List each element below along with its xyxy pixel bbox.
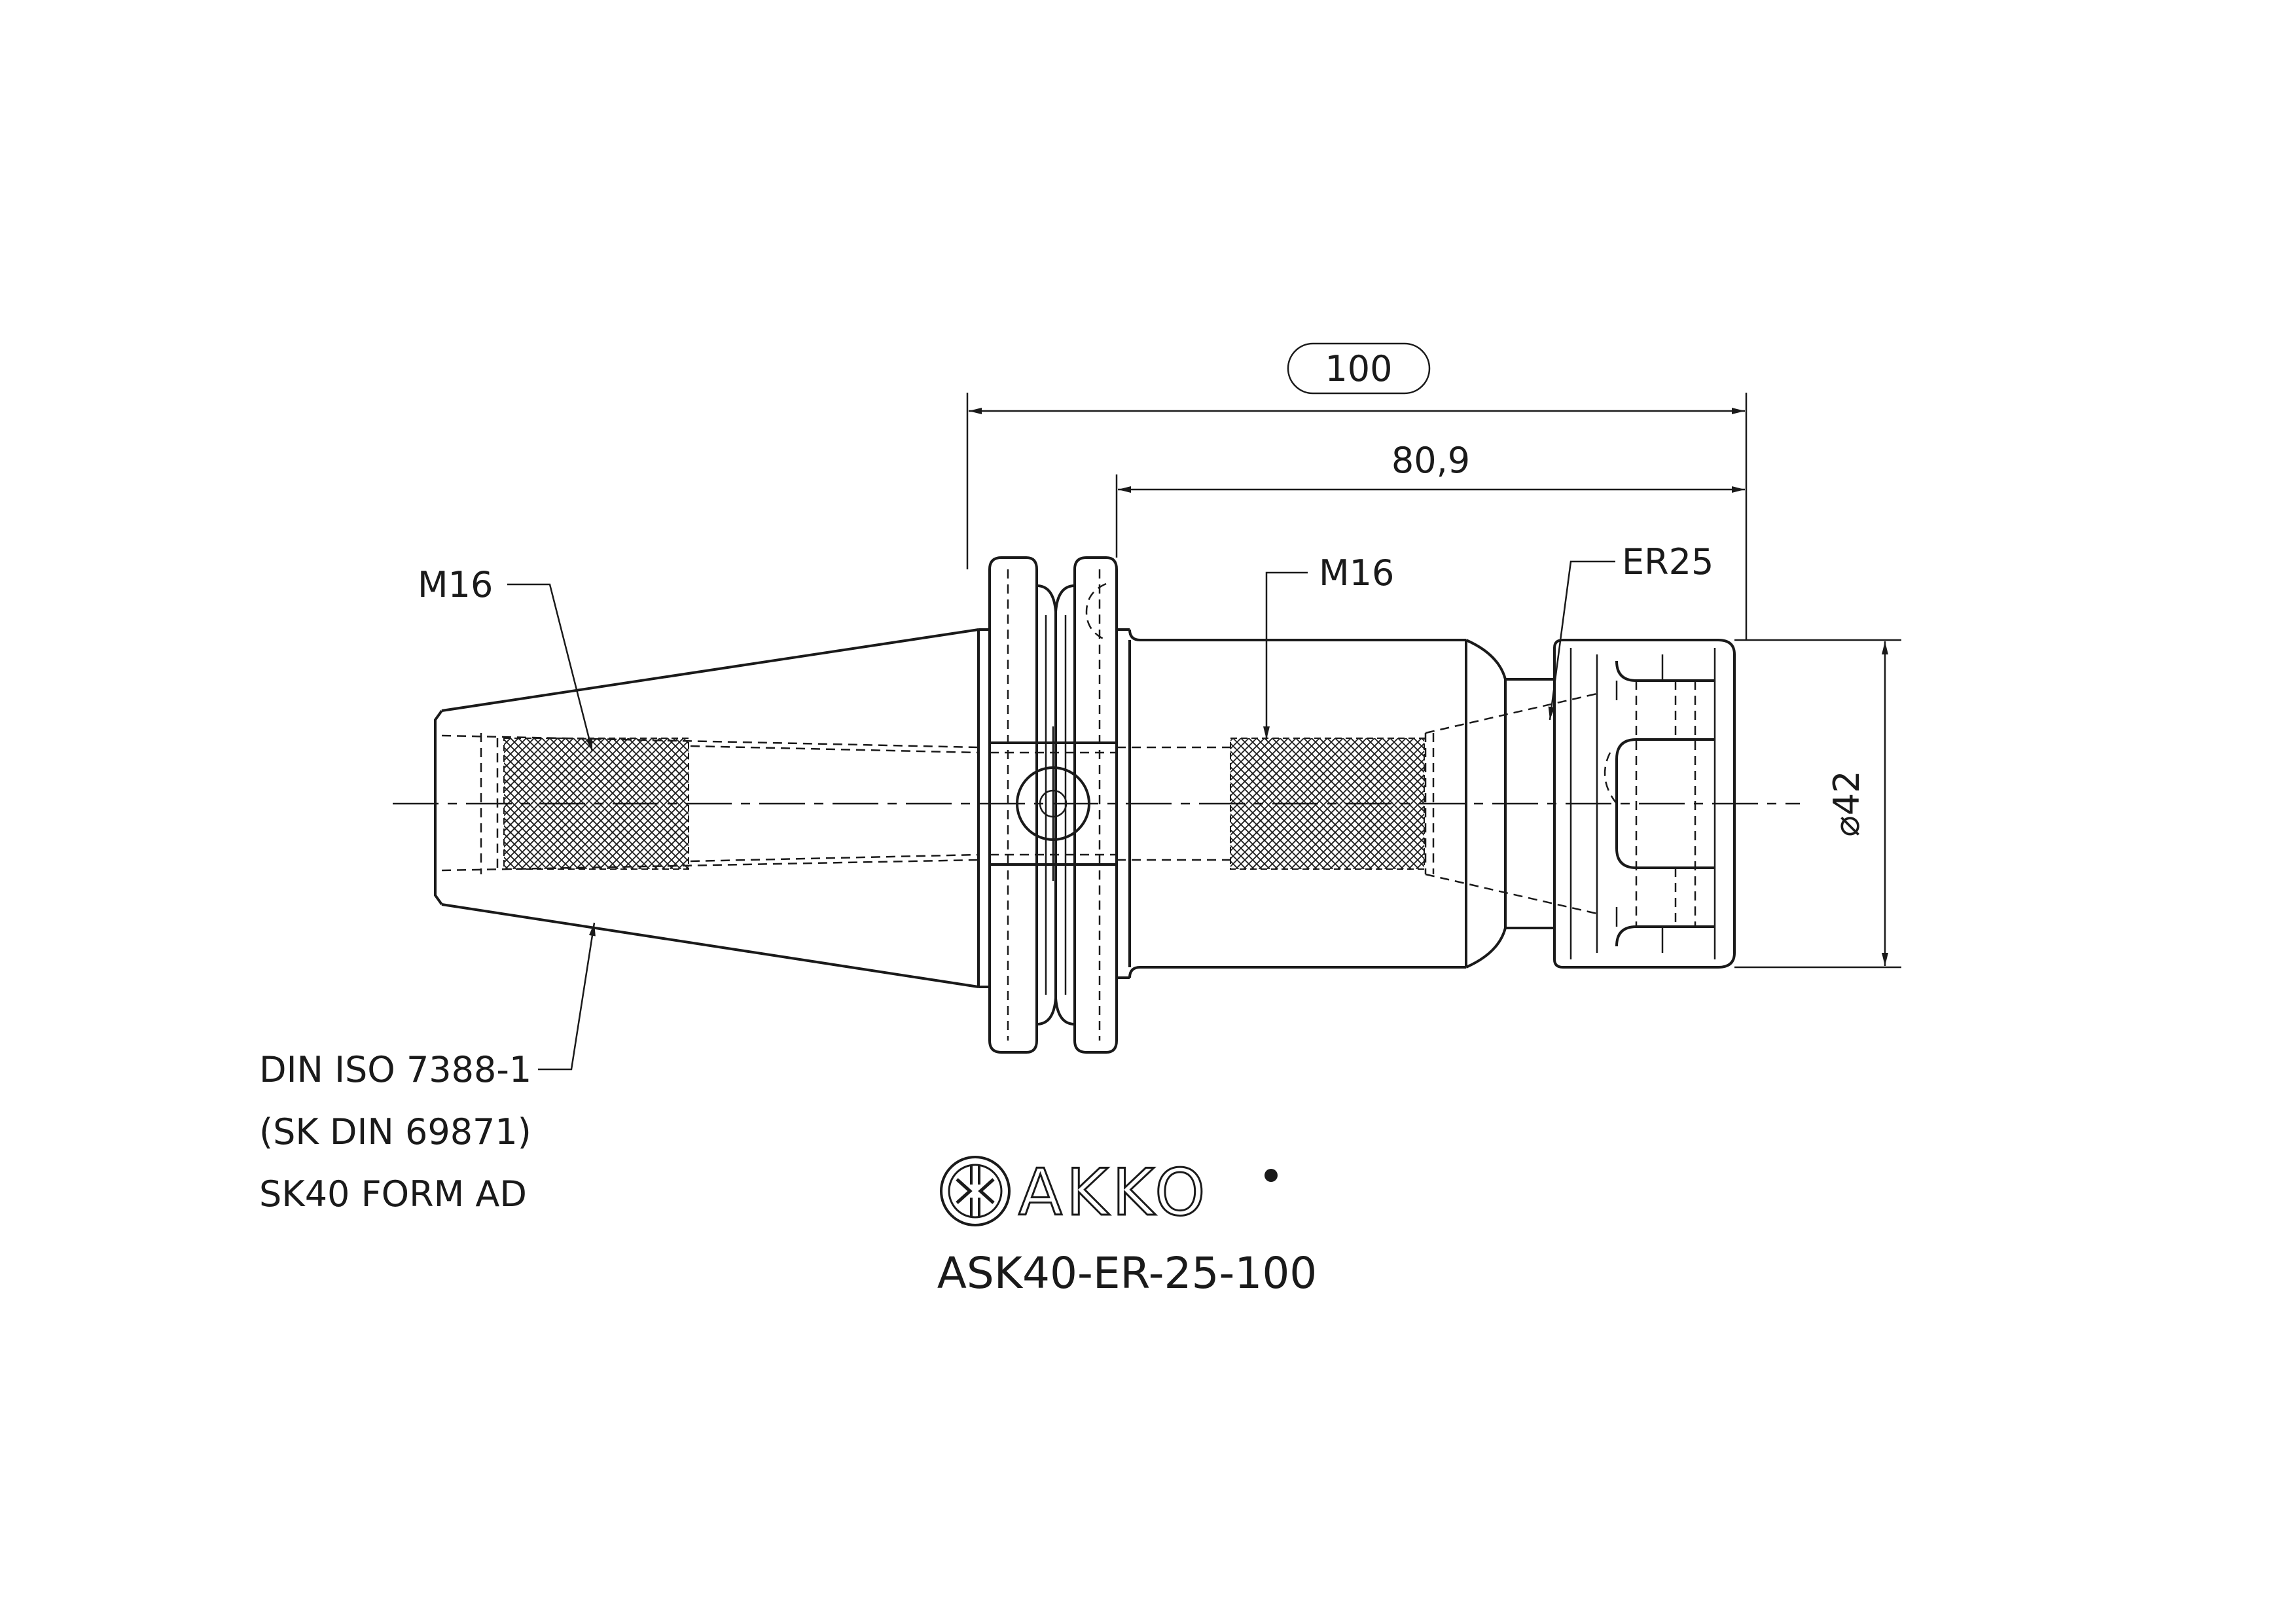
callout-thread-right-label: M16 xyxy=(1319,552,1394,594)
dimension-overall xyxy=(966,342,1748,640)
dimension-diameter xyxy=(1734,639,1901,969)
callout-standard xyxy=(538,922,596,1071)
standard-line-3: SK40 FORM AD xyxy=(259,1173,527,1215)
thread-left-region xyxy=(503,738,689,870)
collet-nut xyxy=(1553,639,1736,969)
dimension-overall-label: 100 xyxy=(1325,348,1392,389)
taper-shank xyxy=(434,628,990,988)
callout-thread-right xyxy=(1263,571,1308,740)
flange xyxy=(988,556,1118,1054)
part-number: ASK40-ER-25-100 xyxy=(937,1248,1318,1298)
dimension-diameter-label: ⌀42 xyxy=(1826,770,1867,836)
standard-line-1: DIN ISO 7388-1 xyxy=(259,1049,531,1090)
callout-thread-left xyxy=(507,583,594,752)
registered-mark xyxy=(1265,1169,1278,1182)
callout-collet-label: ER25 xyxy=(1622,541,1713,582)
dimension-gauge-label: 80,9 xyxy=(1391,440,1470,481)
dimension-gauge xyxy=(1115,474,1745,558)
callout-collet xyxy=(1548,560,1615,721)
akko-logo-icon xyxy=(940,1156,1011,1226)
callout-thread-left-label: M16 xyxy=(418,564,493,605)
thread-right-region xyxy=(1230,738,1425,870)
brand-name: AKKO xyxy=(1018,1156,1209,1230)
standard-line-2: (SK DIN 69871) xyxy=(259,1111,531,1152)
